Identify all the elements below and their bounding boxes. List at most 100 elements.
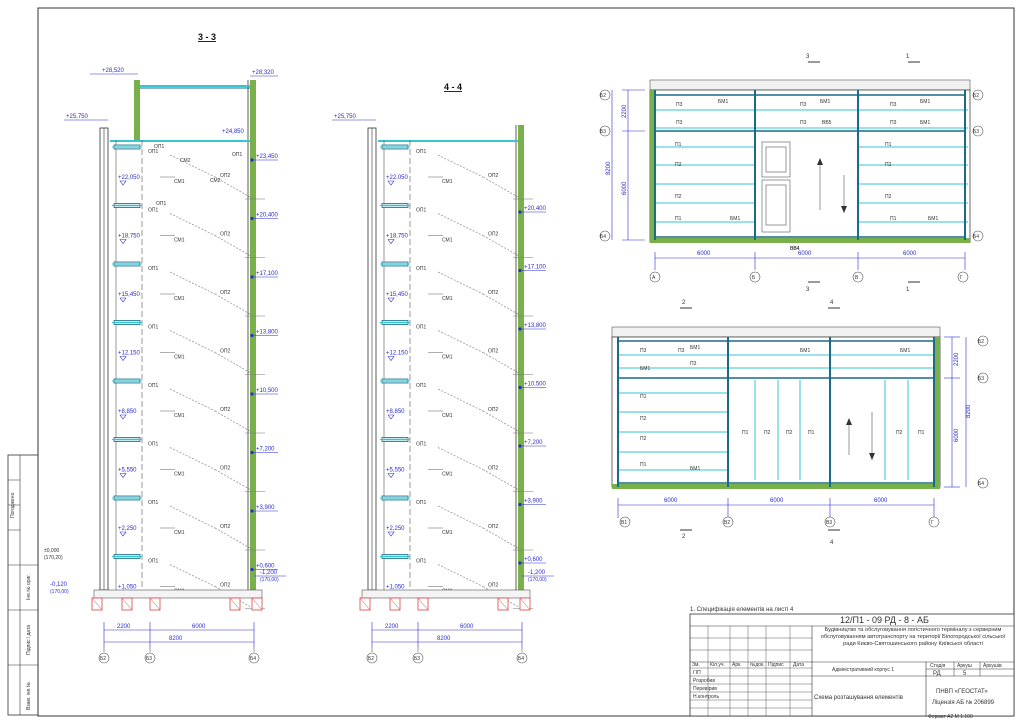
level-left-4: +8,850	[118, 409, 137, 415]
plan1-axis-b: Б	[752, 275, 756, 281]
plan2-axis-v2: В2	[724, 520, 730, 526]
dim-8200: 8200	[437, 636, 451, 642]
stamp-sheet-head: Аркуш	[957, 663, 972, 669]
mark-bottom-left: -0,120	[50, 582, 68, 588]
top-label-0: ОП1	[154, 144, 164, 150]
level-right-3: +10,500	[524, 382, 547, 388]
stair-label-op2: ОП2	[220, 349, 230, 355]
stair-label-op2: ОП2	[488, 173, 498, 179]
stair-label-cm1: СМ1	[174, 472, 185, 478]
section-3-3: ОП1СМ1ОП2+22,050ОП1СМ1ОП2+18,750ОП1СМ1ОП…	[44, 68, 286, 664]
axis-1: Б3	[146, 656, 152, 662]
stair-label-op1: ОП1	[148, 325, 158, 331]
level-left-1: +18,750	[118, 234, 141, 240]
plan2-labels-label-12: П2	[764, 430, 771, 436]
plan1-labels-label-9: ВВ5	[822, 120, 832, 126]
level-left-4: +8,850	[386, 409, 405, 415]
plan1-labels-label-20: П1	[890, 216, 897, 222]
plan1-axis-l3: Б4	[600, 234, 606, 240]
stamp-stage: РД	[933, 671, 941, 677]
mark-bottom-right: -1,200	[260, 570, 278, 576]
plan2-cut-bot-1: 2	[682, 534, 686, 540]
section-4-4-title: 4 - 4	[444, 82, 462, 92]
title-block: 1. Специфікація елементів на листі 4 12/…	[689, 607, 1015, 720]
level-left-0: +22,050	[118, 175, 141, 181]
plan2-labels-label-15: П2	[896, 430, 903, 436]
plan1-labels-label-6: П3	[890, 102, 897, 108]
side-stamp-replace: Взам. інв.№	[26, 682, 32, 710]
plan2-axis-g: Г	[931, 520, 934, 526]
stamp-role-3: Перевірив	[693, 686, 717, 692]
stair-label-op1: ОП1	[148, 559, 158, 565]
side-stamp-inv: Інв.№ ориг.	[26, 574, 32, 600]
level-right-1: +20,400	[256, 213, 279, 219]
stair-label-op1: ОП1	[148, 383, 158, 389]
stamp-company: ПНВП «ГЕОСТАТ»	[936, 689, 988, 695]
plan1-cut-top-1: 3	[806, 54, 810, 60]
axis-0: Б2	[100, 656, 106, 662]
stamp-sheet-title: Схема розташування елементів	[814, 695, 903, 701]
stair-label-cm1: СМ1	[442, 296, 453, 302]
level-left-5: +5,550	[118, 468, 137, 474]
stair-label-op1: ОП1	[416, 442, 426, 448]
plan2-dim-3: 6000	[874, 498, 888, 504]
level-left-1: +18,750	[386, 234, 409, 240]
stair-label-op1: ОП1	[148, 149, 158, 155]
level-right-1: +17,100	[524, 265, 547, 271]
stair-label-cm1: СМ1	[442, 472, 453, 478]
stamp-col-5: Підпис	[768, 662, 784, 668]
plan1-labels-label-10: П3	[890, 120, 897, 126]
plan1-axis-r1: Б2	[973, 93, 979, 99]
plan2-labels-label-13: П2	[786, 430, 793, 436]
plan1-labels-label-17: П2	[885, 194, 892, 200]
plan1-dim-v1: 2200	[622, 104, 628, 118]
plan2-labels-label-11: П1	[742, 430, 749, 436]
plan1-labels-label-22: ВВ4	[790, 246, 800, 252]
top-label-3: ОП1	[232, 152, 242, 158]
mark-bottom-left-sub: (170,00)	[50, 589, 69, 595]
plan1-labels-label-2: П3	[676, 120, 683, 126]
side-stamp-agreed: Погоджено	[10, 492, 16, 518]
stamp-description: Будівництво та обслуговування логістично…	[820, 627, 1006, 647]
stair-label-op2: ОП2	[488, 524, 498, 530]
top-label-1: СМ2	[180, 158, 191, 164]
stair-label-op1: ОП1	[416, 149, 426, 155]
stair-label-op2: ОП2	[220, 466, 230, 472]
mark-left: +25,750	[66, 114, 89, 120]
stair-label-op2: ОП2	[488, 583, 498, 589]
stamp-object: Адміністративний корпус 1	[832, 666, 894, 673]
mark-bottom-right-sub: (170,00)	[260, 577, 279, 583]
plan1-labels-label-18: П1	[675, 216, 682, 222]
plan1-labels-label-12: П1	[675, 142, 682, 148]
stair-label-op1: ОП1	[416, 383, 426, 389]
stair-label-op1: ОП1	[148, 500, 158, 506]
stamp-sheets-head: Аркушів	[983, 663, 1002, 669]
stair-label-cm1: СМ1	[174, 296, 185, 302]
plan1-labels-label-8: П3	[800, 120, 807, 126]
stair-label-op2: ОП2	[220, 232, 230, 238]
plan1-labels-label-0: П3	[676, 102, 683, 108]
plan1-labels-label-5: БМ1	[820, 99, 830, 105]
stamp-sheet: 5	[963, 671, 967, 677]
plan1-dim-1: 6000	[697, 251, 711, 257]
stair-label-op2: ОП2	[220, 583, 230, 589]
stamp-col-2: Кіл.уч.	[710, 662, 725, 668]
plan2-axis-r3: Б4	[978, 481, 984, 487]
drawing-frame	[37, 7, 1015, 717]
axis-1: Б3	[414, 656, 420, 662]
plan1-labels-label-4: П3	[800, 102, 807, 108]
mark-right-top: +24,850	[222, 129, 245, 135]
plan2-axis-r2: Б3	[978, 376, 984, 382]
stair-label-op2: ОП2	[488, 407, 498, 413]
mark-top-left: +28,520	[102, 68, 125, 74]
plan2-dim-1: 6000	[664, 498, 678, 504]
level-right-5: +3,900	[524, 499, 543, 505]
top-label-2: ОП1	[156, 201, 166, 207]
plan2-labels-label-6: БМ1	[640, 366, 650, 372]
stamp-col-4: №док.	[750, 662, 765, 668]
axis-2: Б4	[250, 656, 256, 662]
level-left-0: +22,050	[386, 175, 409, 181]
dim-6000: 6000	[460, 624, 474, 630]
